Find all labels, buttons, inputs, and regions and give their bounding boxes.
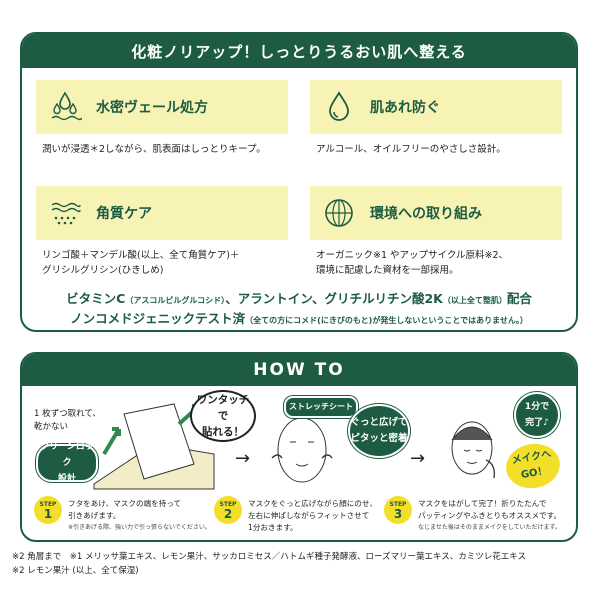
woman-face-illustration [451, 421, 495, 479]
feature-text: 潤いが浸透＊2しながら、肌表面はしっとりキープ。 [42, 144, 266, 155]
one-touch-bubble: ワンタッチで 貼れる！ [190, 390, 256, 442]
globe-leaf-icon [325, 199, 353, 227]
claim-text: ノンコメドジェニックテスト済 [70, 311, 246, 326]
footnote-line: ※2 レモン果汁 (以上、全て保湿) [12, 566, 139, 576]
feature-title: 角質ケア [96, 206, 152, 222]
claim-text: 配合 [506, 291, 532, 306]
ingredient-claim-line: ビタミンC（アスコルビルグルコシド）、アラントイン、グリチルリチン酸2K（以上全… [22, 290, 576, 310]
claim-note: （アスコルビルグルコシド） [125, 296, 226, 305]
howto-header: HOW TO [22, 354, 576, 386]
step-2-text: マスクをぐっと広げながら顔にのせ、 左右に伸ばしながらフィットさせて 1分おきま… [248, 499, 378, 532]
feature-title: 肌あれ防ぐ [370, 100, 440, 116]
water-drops-icon [51, 91, 82, 121]
feature-environment: 環境への取り組み オーガニック※1 やアップサイクル原料※2、 環境に配慮した資… [310, 186, 562, 286]
ingredient-claims: ビタミンC（アスコルビルグルコシド）、アラントイン、グリチルリチン酸2K（以上全… [22, 290, 576, 330]
arrow-icon: → [410, 448, 426, 469]
footnotes: ※2 角層まで ※1 メリッサ葉エキス、レモン果汁、サッカロミセス／ハトムギ種子… [12, 550, 526, 578]
howto-steps: 1 枚ずつ取れて、 乾かない クリーンロック 設計 ワンタッチで 貼れる！ → … [22, 388, 576, 540]
feature-grid: 水密ヴェール処方 潤いが浸透＊2しながら、肌表面はしっとりキープ。 肌あれ防ぐ … [36, 80, 562, 286]
feature-keratin-care: 角質ケア リンゴ酸＋マンデル酸(以上、全て角質ケア)＋ グリシルグリシン(ひきし… [36, 186, 288, 286]
step-3-text: マスクをはがして完了！折りたたんで パッティングやふきとりもオススメです。 なじ… [418, 499, 562, 531]
droplet-outline-icon [329, 91, 349, 121]
face-mask-illustration [271, 417, 333, 483]
benefits-card: 化粧ノリアップ！しっとりうるおい肌へ整える 水密ヴェール処方 潤いが浸透＊2しな… [20, 32, 578, 332]
claim-text: ビタミンC [66, 291, 126, 306]
feature-water-veil: 水密ヴェール処方 潤いが浸透＊2しながら、肌表面はしっとりキープ。 [36, 80, 288, 180]
skin-layers-icon [51, 202, 81, 225]
one-minute-bubble: 1分で 完了♪ [514, 392, 560, 438]
one-sheet-label: 1 枚ずつ取れて、 乾かない [34, 409, 101, 432]
clean-lock-bubble: クリーンロック 設計 [36, 442, 98, 484]
feature-text: リンゴ酸＋マンデル酸(以上、全て角質ケア)＋ グリシルグリシン(ひきしめ) [42, 250, 240, 276]
step-3-badge: STEP 3 [384, 496, 412, 524]
feature-title: 環境への取り組み [370, 206, 482, 222]
stretch-sheet-label: ストレッチシート [284, 396, 358, 418]
step-1-text: フタをあけ、マスクの端を持って 引きあげます。 ※引きあげる際、強い力で引っ張ら… [68, 499, 211, 531]
arrow-icon: → [235, 448, 251, 469]
feature-skin-protect: 肌あれ防ぐ アルコール、オイルフリーのやさしさ設計。 [310, 80, 562, 180]
claim-note: （以上全て整肌） [442, 296, 507, 305]
feature-text: オーガニック※1 やアップサイクル原料※2、 環境に配慮した資材を一部採用。 [316, 250, 509, 276]
claim-text: 、アラントイン、グリチルリチン酸2K [225, 291, 443, 306]
step-2-badge: STEP 2 [214, 496, 242, 524]
feature-title: 水密ヴェール処方 [96, 100, 208, 116]
claim-note: （全ての方にコメド(にきびのもと)が発生しないということではありません。） [245, 316, 528, 325]
feature-text: アルコール、オイルフリーのやさしさ設計。 [316, 144, 506, 155]
stretch-fit-bubble: ぐっと広げて ピタッと密着 [348, 404, 410, 458]
howto-card: HOW TO 1 枚ずつ取れて、 乾かない クリーンロック 設計 ワンタッチで … [20, 352, 578, 542]
noncomedogenic-claim-line: ノンコメドジェニックテスト済（全ての方にコメド(にきびのもと)が発生しないという… [22, 310, 576, 330]
step-1-badge: STEP 1 [34, 496, 62, 524]
benefits-header: 化粧ノリアップ！しっとりうるおい肌へ整える [22, 34, 576, 68]
footnote-line: ※2 角層まで ※1 メリッサ葉エキス、レモン果汁、サッカロミセス／ハトムギ種子… [12, 552, 527, 562]
makeup-go-bubble: メイクへ GO！ [502, 439, 564, 493]
